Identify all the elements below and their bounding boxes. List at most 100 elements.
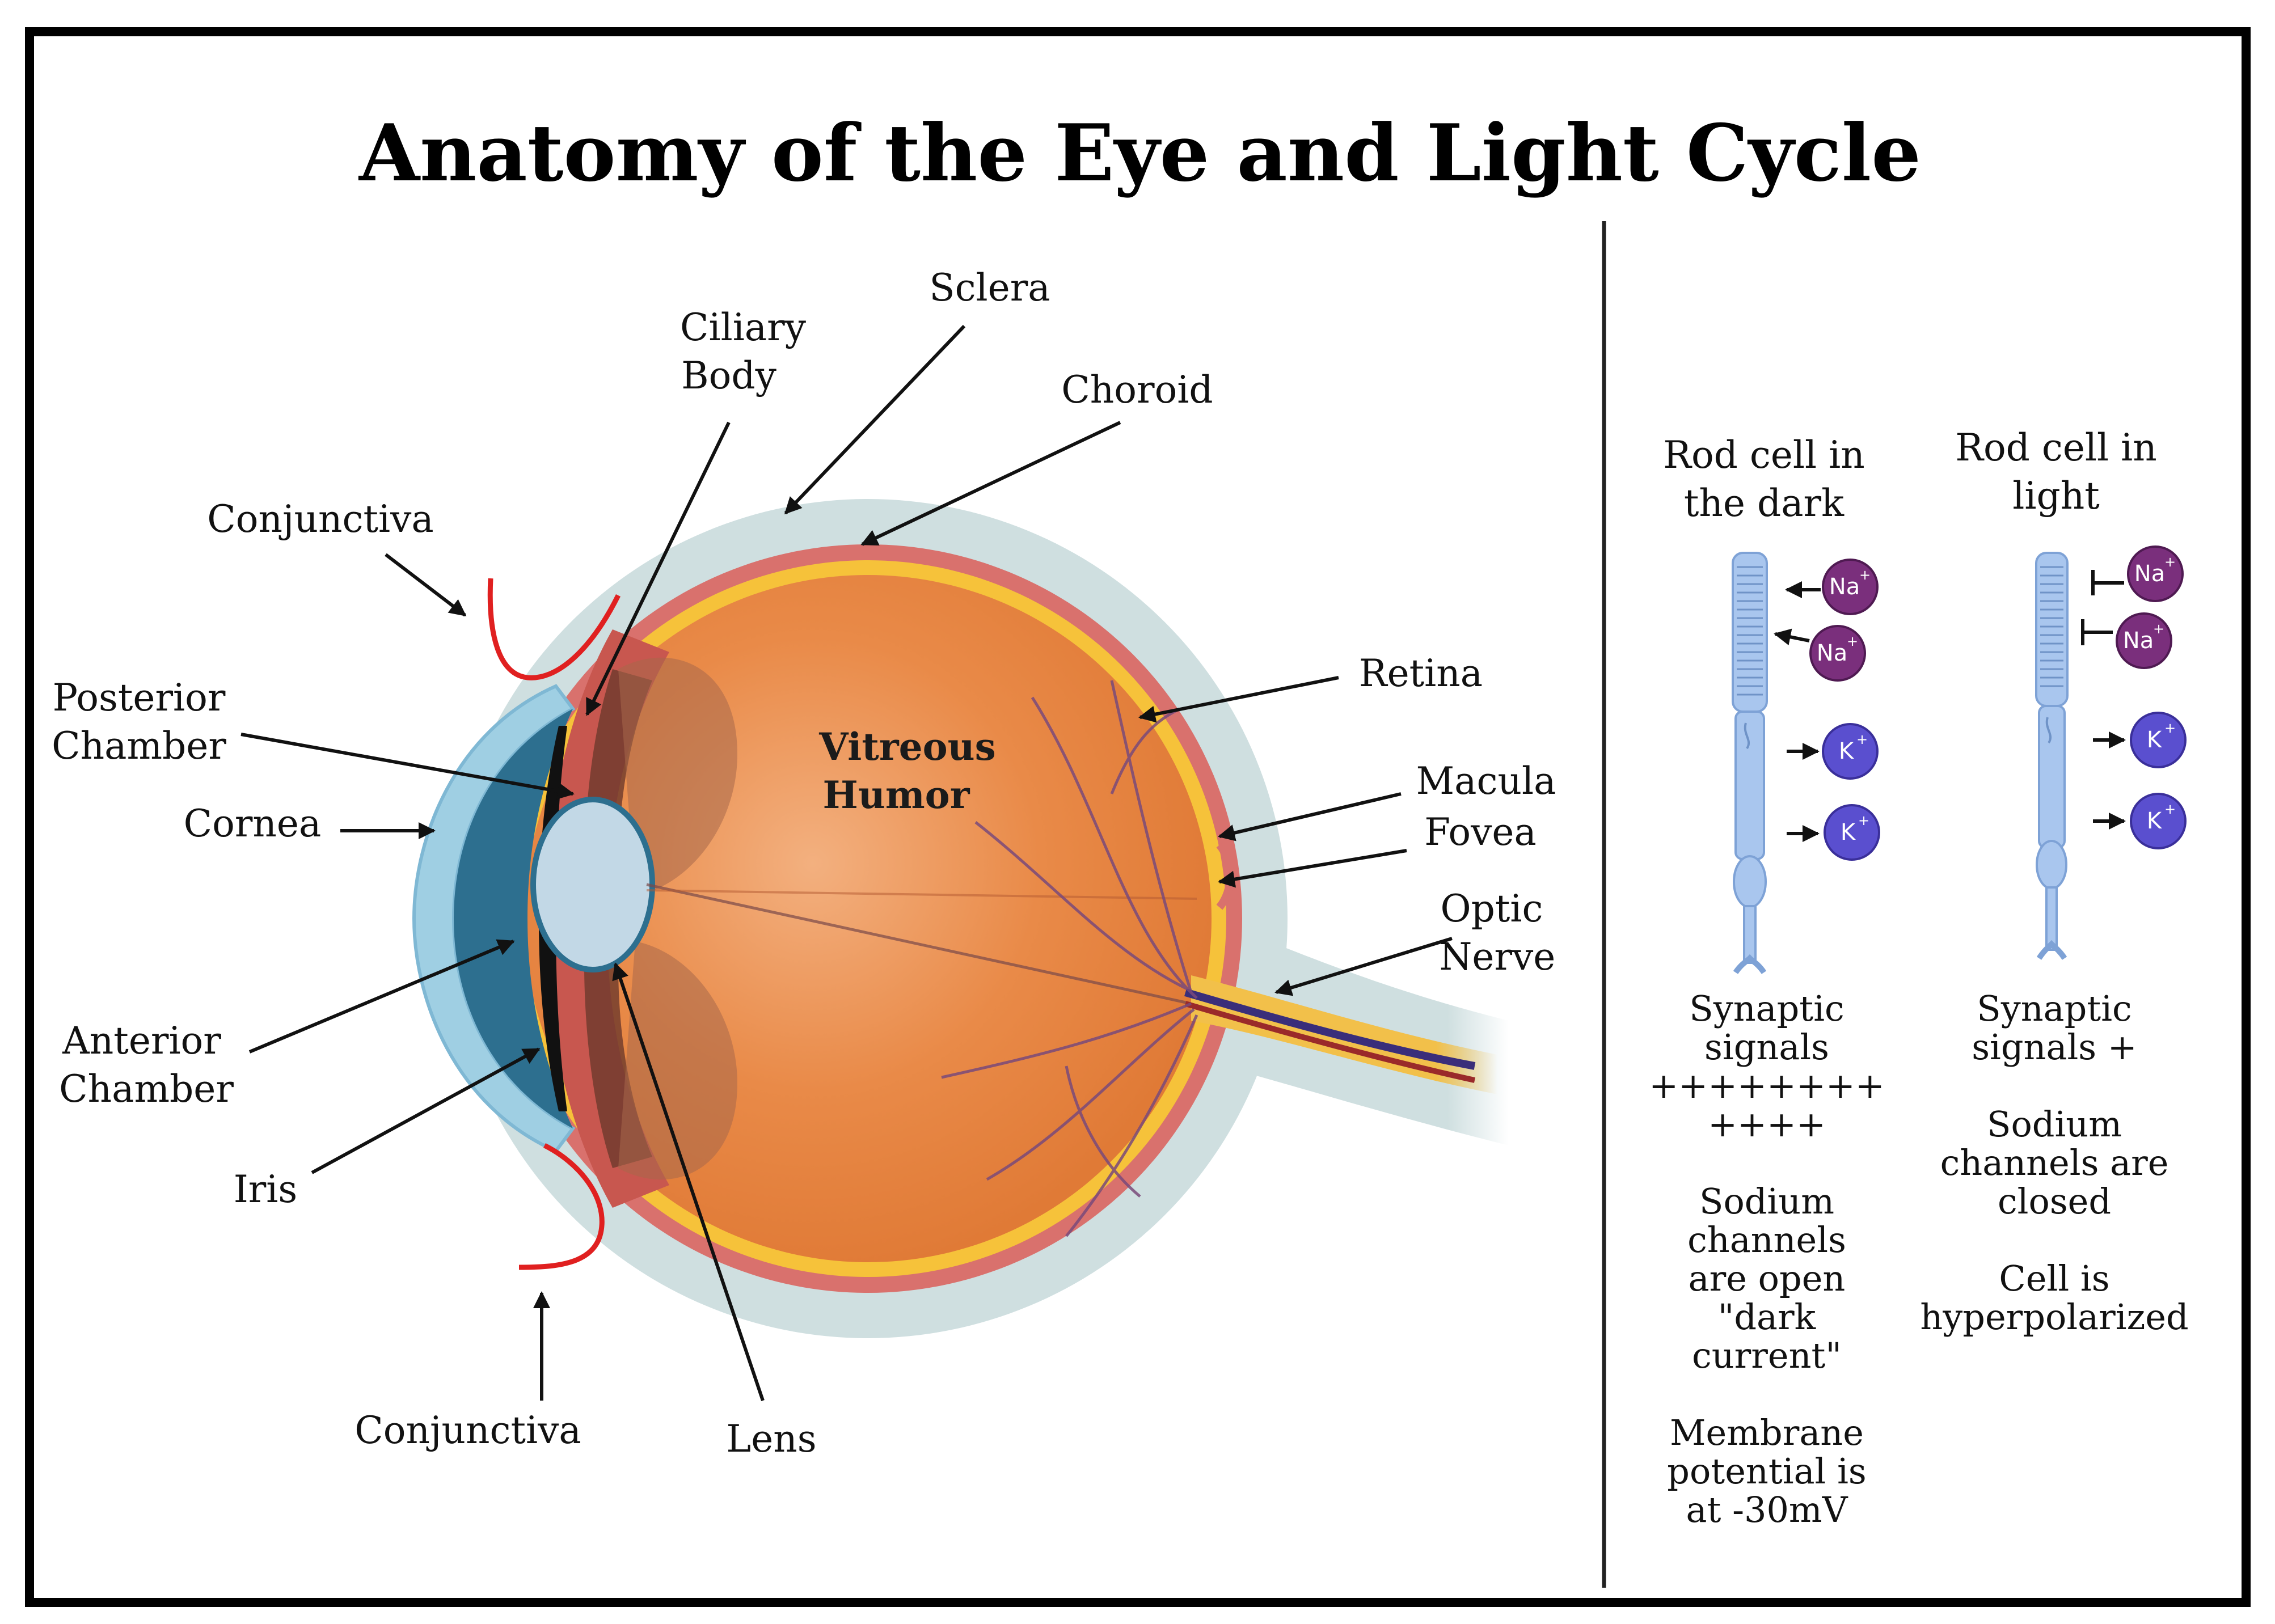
- svg-text:K: K: [1839, 738, 1855, 764]
- svg-text:+: +: [2164, 801, 2176, 817]
- ion-na-light-2-blocked: Na +: [2081, 612, 2172, 669]
- label-posterior-chamber-2: Chamber: [52, 724, 226, 768]
- arrow-lens: [612, 962, 765, 1401]
- label-fovea: Fovea: [1424, 810, 1537, 854]
- rod-dark-heading-1: Rod cell in: [1663, 433, 1865, 477]
- label-vitreous-2: Humor: [823, 773, 970, 817]
- darkDesc-line-3: ++++: [1708, 1103, 1826, 1145]
- arrow-retina: [1138, 676, 1339, 723]
- darkDesc-line-6: channels: [1687, 1219, 1846, 1261]
- arrow-macula: [1218, 792, 1402, 841]
- arrow-anterior-chamber: [248, 939, 515, 1054]
- lightDesc-line-7: Cell is: [1999, 1258, 2109, 1299]
- darkDesc-line-5: Sodium: [1699, 1181, 1834, 1222]
- label-anterior-chamber-2: Chamber: [59, 1067, 234, 1111]
- ion-k-dark-2: K +: [1787, 804, 1880, 861]
- label-ciliary-body-1: Ciliary: [680, 306, 807, 349]
- darkDesc-line-13: at -30mV: [1686, 1489, 1848, 1530]
- darkDesc-line-1: signals: [1704, 1026, 1829, 1068]
- ion-k-dark-1: K +: [1787, 723, 1879, 780]
- lens: [530, 797, 655, 972]
- svg-text:K: K: [1841, 819, 1856, 845]
- label-iris: Iris: [234, 1168, 298, 1211]
- svg-text:+: +: [2164, 554, 2176, 570]
- arrow-fovea: [1218, 849, 1407, 888]
- svg-text:K: K: [2147, 808, 2163, 834]
- zonule-shadow-top: [618, 657, 737, 896]
- label-retina: Retina: [1359, 652, 1483, 695]
- zonule-shadow-bottom: [618, 941, 737, 1180]
- arrow-posterior-chamber: [240, 733, 575, 800]
- eye-labels: Sclera Ciliary Body Choroid Conjunctiva …: [52, 266, 1556, 1461]
- darkDesc-line-0: Synaptic: [1689, 988, 1845, 1029]
- equator-line: [646, 889, 1197, 900]
- lightDesc-line-0: Synaptic: [1977, 988, 2132, 1029]
- darkDesc-line-2: ++++++++: [1649, 1065, 1885, 1106]
- diagram-title: Anatomy of the Eye and Light Cycle: [358, 107, 1921, 199]
- label-sclera: Sclera: [929, 266, 1050, 310]
- rod-dark-heading-2: the dark: [1684, 481, 1845, 525]
- lightDesc-line-3: Sodium: [1987, 1103, 2122, 1145]
- rod-light-heading-1: Rod cell in: [1955, 426, 2157, 470]
- lightDesc-line-4: channels are: [1940, 1142, 2169, 1183]
- darkDesc-line-7: are open: [1689, 1258, 1846, 1299]
- darkDesc-line-11: Membrane: [1670, 1412, 1864, 1453]
- label-optic-nerve-1: Optic: [1441, 887, 1543, 931]
- ion-na-dark-1: Na +: [1785, 559, 1879, 615]
- svg-text:+: +: [1858, 813, 1869, 828]
- arrow-choroid: [860, 421, 1121, 546]
- svg-text:Na: Na: [2123, 628, 2154, 654]
- darkDesc-line-9: current": [1692, 1335, 1842, 1376]
- ion-k-light-1: K +: [2093, 712, 2187, 768]
- arrow-sclera: [784, 324, 966, 515]
- central-artery: [1184, 1001, 1476, 1083]
- rod-cell-light-panel: Rod cell in light Na: [1920, 426, 2188, 1338]
- label-optic-nerve-2: Nerve: [1440, 935, 1556, 979]
- rod-cell-dark-panel: Rod cell in the dark Na +: [1649, 433, 1885, 1530]
- darkDesc-line-12: potential is: [1667, 1450, 1866, 1492]
- svg-text:+: +: [1859, 567, 1871, 583]
- svg-text:+: +: [2164, 720, 2176, 736]
- arrow-optic-nerve: [1274, 937, 1453, 996]
- ciliary-muscle: [584, 669, 652, 1168]
- rod-cell-dark: [1732, 552, 1768, 974]
- darkDesc-line-8: "dark: [1718, 1296, 1816, 1338]
- conjunctiva-upper: [487, 578, 621, 680]
- rod-dark-description: Synapticsignals++++++++++++Sodiumchannel…: [1649, 988, 1885, 1530]
- lightDesc-line-1: signals +: [1972, 1026, 2137, 1068]
- label-choroid: Choroid: [1061, 368, 1213, 412]
- lightDesc-line-8: hyperpolarized: [1920, 1296, 2188, 1338]
- label-conjunctiva-top: Conjunctiva: [207, 497, 433, 541]
- svg-text:+: +: [1847, 633, 1858, 649]
- ion-k-light-2: K +: [2093, 793, 2187, 849]
- arrow-ciliary-body: [585, 421, 731, 716]
- arrow-iris: [311, 1047, 541, 1174]
- label-macula: Macula: [1416, 759, 1556, 803]
- svg-text:+: +: [2153, 621, 2164, 637]
- svg-text:+: +: [1856, 731, 1868, 747]
- ion-na-light-1-blocked: Na +: [2091, 545, 2184, 602]
- label-conjunctiva-bottom: Conjunctiva: [354, 1409, 581, 1452]
- page-frame: [25, 27, 2251, 1607]
- label-lens: Lens: [726, 1417, 816, 1461]
- lightDesc-line-5: closed: [1998, 1181, 2111, 1222]
- label-posterior-chamber-1: Posterior: [53, 676, 226, 720]
- anterior-chamber: [454, 709, 573, 1128]
- arrow-conjunctiva-top: [385, 553, 467, 617]
- ion-na-dark-2: Na +: [1774, 625, 1866, 682]
- label-vitreous-1: Vitreous: [818, 725, 996, 769]
- rod-cell-light: [2035, 552, 2069, 960]
- conjunctiva-lower: [518, 1143, 605, 1270]
- svg-text:Na: Na: [2134, 561, 2165, 587]
- label-ciliary-body-2: Body: [681, 354, 776, 397]
- eyeball: [412, 499, 1509, 1338]
- rod-light-heading-2: light: [2012, 474, 2100, 518]
- svg-text:Na: Na: [1829, 574, 1860, 600]
- svg-text:Na: Na: [1817, 640, 1847, 666]
- retinal-vessels: [941, 680, 1198, 1237]
- central-vessels: [1184, 988, 1476, 1070]
- label-anterior-chamber-1: Anterior: [62, 1019, 221, 1063]
